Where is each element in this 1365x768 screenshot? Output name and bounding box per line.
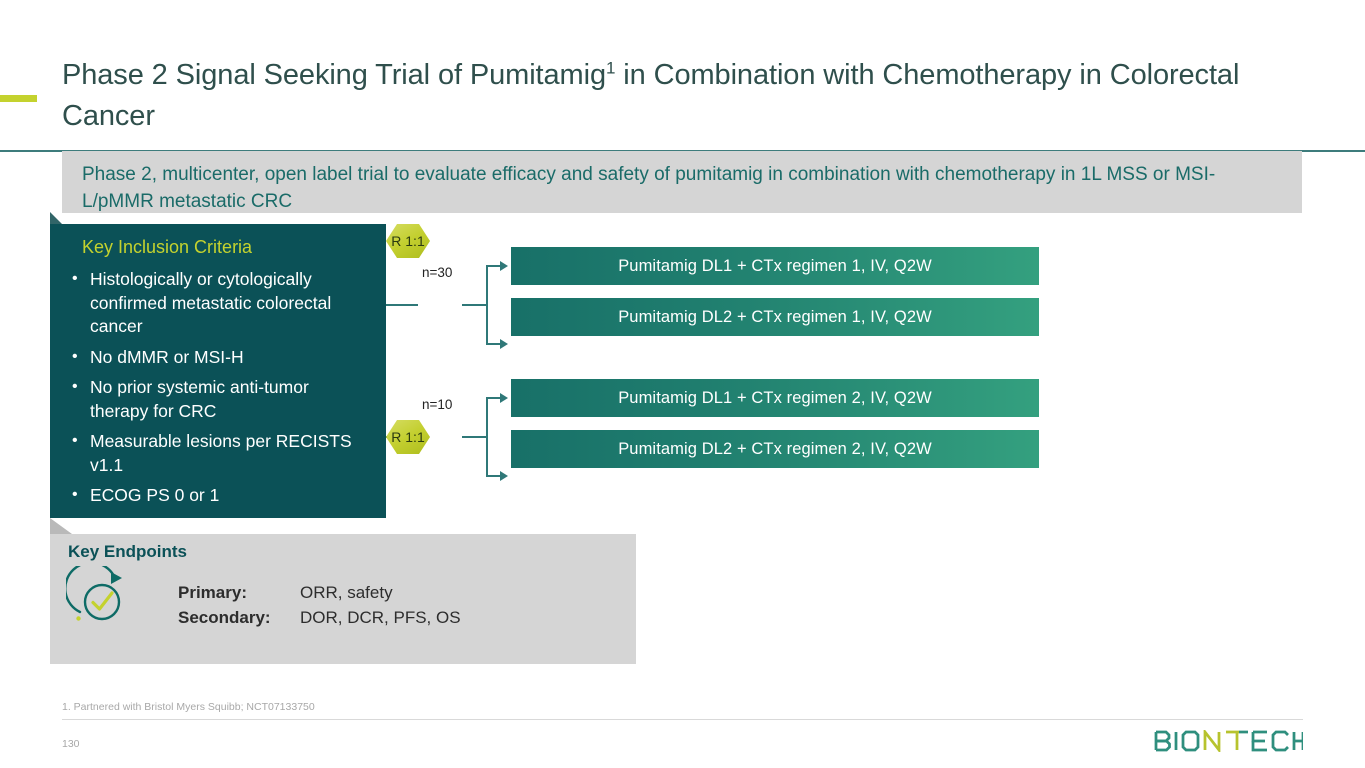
cohort2-randomization-hexagon: R 1:1 [386, 420, 430, 454]
inclusion-criteria-list: Histologically or cytologically confirme… [64, 267, 372, 508]
subtitle-banner: Phase 2, multicenter, open label trial t… [62, 151, 1302, 213]
cohort1-arm2-line [486, 343, 502, 345]
cohort2-arm2-line [486, 475, 502, 477]
treatment-arm-bar: Pumitamig DL2 + CTx regimen 2, IV, Q2W [511, 430, 1039, 468]
endpoints-box-corner-flap [50, 518, 72, 534]
endpoint-row-primary: Primary: ORR, safety [178, 580, 461, 605]
endpoint-label: Primary: [178, 583, 247, 602]
cohort1-arm1-arrowhead [500, 261, 508, 271]
list-item: Histologically or cytologically confirme… [64, 267, 372, 339]
cohort1-randomization-hexagon: R 1:1 [386, 224, 430, 258]
endpoint-value: DOR, DCR, PFS, OS [300, 608, 461, 627]
cohort1-arm2-arrowhead [500, 339, 508, 349]
endpoint-value: ORR, safety [300, 583, 393, 602]
list-item: No prior systemic anti-tumor therapy for… [64, 375, 372, 423]
cohort1-outflow-line [462, 304, 488, 306]
cohort2-outflow-line [462, 436, 488, 438]
list-item: ECOG PS 0 or 1 [64, 483, 372, 508]
cohort2-arm2-arrowhead [500, 471, 508, 481]
list-item: No dMMR or MSI-H [64, 345, 372, 370]
footer-divider [62, 719, 1303, 720]
page-title-footnote-marker: 1 [605, 58, 616, 78]
page-number: 130 [62, 738, 80, 750]
list-item: Measurable lesions per RECISTS v1.1 [64, 429, 372, 477]
cohort2-arm1-arrowhead [500, 393, 508, 403]
cohort1-arm1-line [486, 265, 502, 267]
endpoints-rows: Primary: ORR, safety Secondary: DOR, DCR… [178, 580, 461, 630]
cohort2-split-vertical [486, 397, 488, 477]
cohort1-split-vertical [486, 265, 488, 345]
accent-bar [0, 95, 37, 102]
cohort1-inflow-line [386, 304, 418, 306]
key-endpoints-box: Key Endpoints Primary: ORR, safety Secon… [50, 534, 636, 664]
biontech-logo [1154, 730, 1303, 752]
cohort2-arm1-line [486, 397, 502, 399]
page-title-rest: in Combination with Chemotherapy in Colo… [62, 59, 1240, 133]
cohort1-randomization-label: R 1:1 [391, 233, 425, 249]
key-inclusion-criteria-box: Key Inclusion Criteria Histologically or… [50, 224, 386, 518]
treatment-arm-bar: Pumitamig DL1 + CTx regimen 1, IV, Q2W [511, 247, 1039, 285]
cohort1-n-label: n=30 [422, 265, 453, 280]
footnote: 1. Partnered with Bristol Myers Squibb; … [62, 701, 315, 713]
endpoint-row-secondary: Secondary: DOR, DCR, PFS, OS [178, 605, 461, 630]
page-title-main: Phase 2 Signal Seeking Trial of Pumitami… [62, 59, 606, 92]
inclusion-heading: Key Inclusion Criteria [82, 237, 253, 257]
endpoints-heading: Key Endpoints [68, 542, 188, 561]
target-check-circular-arrow-icon [66, 566, 122, 621]
cohort2-randomization-label: R 1:1 [391, 429, 425, 445]
cohort2-n-label: n=10 [422, 397, 453, 412]
endpoint-label: Secondary: [178, 608, 271, 627]
page-title: Phase 2 Signal Seeking Trial of Pumitami… [62, 55, 1292, 137]
trial-schema: n=30 R 1:1 Pumitamig DL1 + CTx regimen 1… [386, 224, 1046, 518]
treatment-arm-bar: Pumitamig DL1 + CTx regimen 2, IV, Q2W [511, 379, 1039, 417]
subtitle-text: Phase 2, multicenter, open label trial t… [82, 164, 1216, 212]
treatment-arm-bar: Pumitamig DL2 + CTx regimen 1, IV, Q2W [511, 298, 1039, 336]
